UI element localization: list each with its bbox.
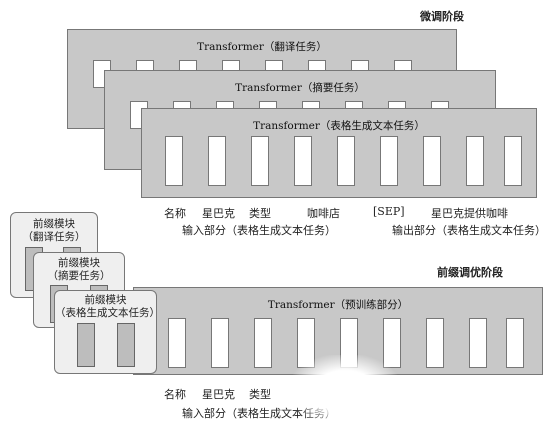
prefix-module-task: （表格生成文本任务） <box>55 307 160 319</box>
token-label: 星巴克提供咖啡 <box>431 207 508 220</box>
token-label: [SEP] <box>373 205 405 218</box>
output-caption: 输出部分（表格生成文本任务） <box>392 224 546 237</box>
panel-title: Transformer（预训练部分） <box>267 299 409 311</box>
prefix-module-task: （翻译任务） <box>22 231 86 243</box>
panel-title: Transformer（翻译任务） <box>197 41 327 53</box>
token-slot <box>208 136 226 186</box>
token-label: 名称 <box>164 388 186 401</box>
token-label: 咖啡店 <box>307 207 340 220</box>
token-slot <box>426 318 444 368</box>
token-slot <box>506 318 524 368</box>
token-slot <box>337 136 355 186</box>
token-label: 星巴克 <box>202 388 235 401</box>
prefix-module-table-to-text: 前缀模块 （表格生成文本任务） <box>54 290 160 374</box>
token-slot <box>211 318 229 368</box>
token-slot <box>294 136 312 186</box>
prefix-module-task: （摘要任务） <box>47 270 111 282</box>
token-slot <box>466 136 484 186</box>
prefix-vector <box>77 323 95 367</box>
prefix-vector <box>117 323 135 367</box>
token-slot <box>423 136 441 186</box>
prefix-module-title: 前缀模块 <box>33 218 75 230</box>
input-caption: 输入部分（表格生成文本任务） <box>182 224 336 237</box>
token-slot <box>251 136 269 186</box>
prefix-module-title: 前缀模块 <box>84 294 127 306</box>
token-slot <box>469 318 487 368</box>
panel-title: Transformer（表格生成文本任务） <box>253 120 425 132</box>
token-slot <box>504 136 522 186</box>
token-slot <box>168 318 186 368</box>
token-label: 名称 <box>164 207 186 220</box>
token-label: 星巴克 <box>202 207 235 220</box>
token-label: 类型 <box>249 388 271 401</box>
token-slot <box>254 318 272 368</box>
token-slot <box>165 136 183 186</box>
panel-title: Transformer（摘要任务） <box>235 82 365 94</box>
watermark-fade <box>290 355 400 426</box>
transformer-table-to-text-panel: Transformer（表格生成文本任务） <box>141 108 537 198</box>
prefix-module-title: 前缀模块 <box>58 257 100 269</box>
token-label: 类型 <box>249 207 271 220</box>
prefix-tuning-stage-label: 前缀调优阶段 <box>437 266 503 279</box>
token-slot <box>380 136 398 186</box>
finetune-stage-label: 微调阶段 <box>420 10 464 23</box>
